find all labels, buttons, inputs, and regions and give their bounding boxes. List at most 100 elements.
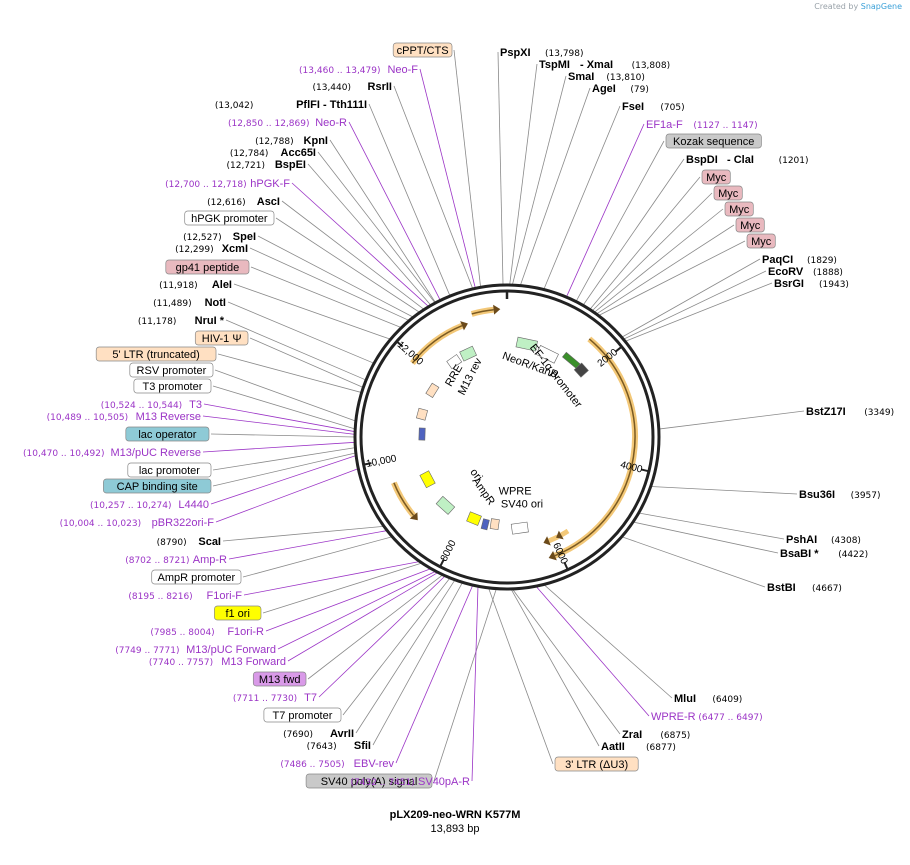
label-position: (12,527) [183, 233, 222, 243]
m13-block [480, 518, 490, 531]
feature-box [665, 133, 762, 149]
feature-box [95, 346, 217, 362]
feature-arc-insert [553, 336, 638, 559]
feature-name: lac operator [138, 429, 196, 441]
leader-line-feature [589, 176, 701, 310]
label-name: ScaI [198, 536, 221, 548]
leader-line-feature [575, 140, 665, 302]
right-label-fsei-4: FseI(705) [622, 101, 685, 113]
label-position: (11,178) [138, 317, 177, 327]
leader-line-feature [488, 587, 554, 765]
tick-mark [563, 562, 569, 571]
tick-mark [640, 468, 650, 473]
left-label-pflfi-3: PflFI - Tth111I(13,042) [215, 99, 367, 111]
label-name: TspMI [539, 59, 570, 71]
rre-block [446, 354, 463, 370]
left-label-amp-r-30: Amp-R(8702 .. 8721) [125, 554, 227, 566]
label-position: (10,004 .. 10,023) [60, 519, 141, 529]
inner-label-ampr: AmpR [470, 476, 497, 508]
leader-line-primer [535, 585, 650, 717]
left-label-lac-promoter-25: lac promoter [127, 462, 212, 478]
myc-stack [573, 362, 589, 378]
leader-line-primer [419, 68, 476, 289]
leader-line-primer [243, 561, 420, 596]
left-label-asci-9: AscI(12,616) [207, 196, 280, 208]
leader-line-site [368, 103, 451, 297]
ef1a-promoter-block [535, 345, 559, 364]
label-name: L4440 [178, 499, 209, 511]
leader-line-primer [215, 468, 359, 523]
left-label-rsrii-2: RsrII(13,440) [312, 81, 392, 93]
label-position: (3349) [864, 408, 894, 418]
inner-label-ef-1-promoter: EF-1α promoter [527, 342, 584, 411]
left-label-acc65i-6: Acc65I(12,784) [230, 147, 316, 159]
feature-box [214, 605, 262, 621]
left-label-sv40pa-r-44: SV40pA-R(7432 .. 7451) [351, 776, 471, 788]
left-label-t3-promoter-20: T3 promoter [133, 378, 212, 394]
leader-line-primer [348, 121, 441, 301]
wpre-block [510, 521, 529, 535]
leader-line-feature [250, 266, 402, 329]
feature-arc-cppt-line [471, 308, 494, 315]
right-label-aatii-24: AatII(6877) [601, 741, 676, 753]
label-position: (12,850 .. 12,869) [228, 119, 309, 129]
feature-arc-promoter-head [460, 321, 468, 331]
label-name: NotI [205, 297, 226, 309]
leader-line-site [582, 158, 685, 306]
tick-mark [614, 345, 623, 353]
feature-name: CAP binding site [117, 481, 198, 493]
label-position: (13,808) [632, 61, 671, 71]
label-position: (12,721) [226, 161, 265, 171]
right-label-wpre-r-22: WPRE-R(6477 .. 6497) [651, 711, 763, 723]
feature-name: AmpR promoter [158, 572, 236, 584]
right-label-myc-8: Myc [701, 169, 731, 185]
label-name: M13/pUC Forward [186, 644, 276, 656]
label-position: (6477 .. 6497) [698, 713, 762, 723]
label-position: (7749 .. 7771) [115, 646, 179, 656]
right-label-myc-9: Myc [713, 185, 743, 201]
feature-arc-sv40 [560, 528, 570, 538]
label-position: (1943) [819, 280, 849, 290]
leader-line-feature [593, 208, 724, 313]
leader-line-feature [214, 369, 356, 422]
right-label-bsu36i-17: Bsu36I(3957) [799, 489, 881, 501]
leader-line-site [650, 486, 798, 495]
label-name: PspXI [500, 47, 531, 59]
m13rev-arrow [459, 345, 477, 362]
leader-line-site [225, 319, 367, 381]
backbone-outer [353, 283, 661, 591]
feature-box [151, 569, 242, 585]
ampr-arrow [435, 495, 456, 515]
label-position: (13,810) [606, 73, 645, 83]
label-position: (1201) [779, 156, 809, 166]
left-label-f1ori-r-34: F1ori-R(7985 .. 8004) [150, 626, 264, 638]
feature-name: Myc [751, 236, 772, 248]
left-label-m13-puc-forward-35: M13/pUC Forward (7749 .. 7771) [115, 644, 276, 656]
feature-name: RSV promoter [137, 365, 207, 377]
label-name: SfiI [354, 740, 371, 752]
feature-name: HIV-1 Ψ [202, 333, 242, 345]
credit-prefix: Created by [814, 2, 859, 11]
label-name-2: - XmaI [580, 59, 613, 71]
leader-line-site [621, 536, 766, 588]
backbone-ring [353, 283, 661, 591]
right-label-ef1a-f-5: EF1a-F(1127 .. 1147) [646, 119, 758, 131]
label-position: (6875) [660, 731, 690, 741]
tick-label: 4000 [619, 460, 644, 476]
label-position: (7486 .. 7505) [280, 760, 344, 770]
leader-line-site [510, 588, 600, 747]
left-label-t7-38: T7(7711 .. 7730) [233, 692, 317, 704]
leader-line-site [497, 51, 504, 286]
right-label-bsrgi-15: BsrGI(1943) [774, 278, 849, 290]
right-label-ecorv-14: EcoRV(1888) [768, 266, 843, 278]
leader-line-primer [277, 570, 436, 650]
ltr-block [425, 382, 440, 398]
leader-line-site [543, 584, 673, 699]
leader-line-primer [210, 455, 357, 505]
ori-arrow [419, 470, 436, 489]
feature-arc-insert-line [554, 338, 636, 557]
right-label-pspxi-0: PspXI(13,798) [500, 47, 584, 59]
feature-name: T3 promoter [142, 381, 202, 393]
leader-line-site [355, 579, 456, 734]
